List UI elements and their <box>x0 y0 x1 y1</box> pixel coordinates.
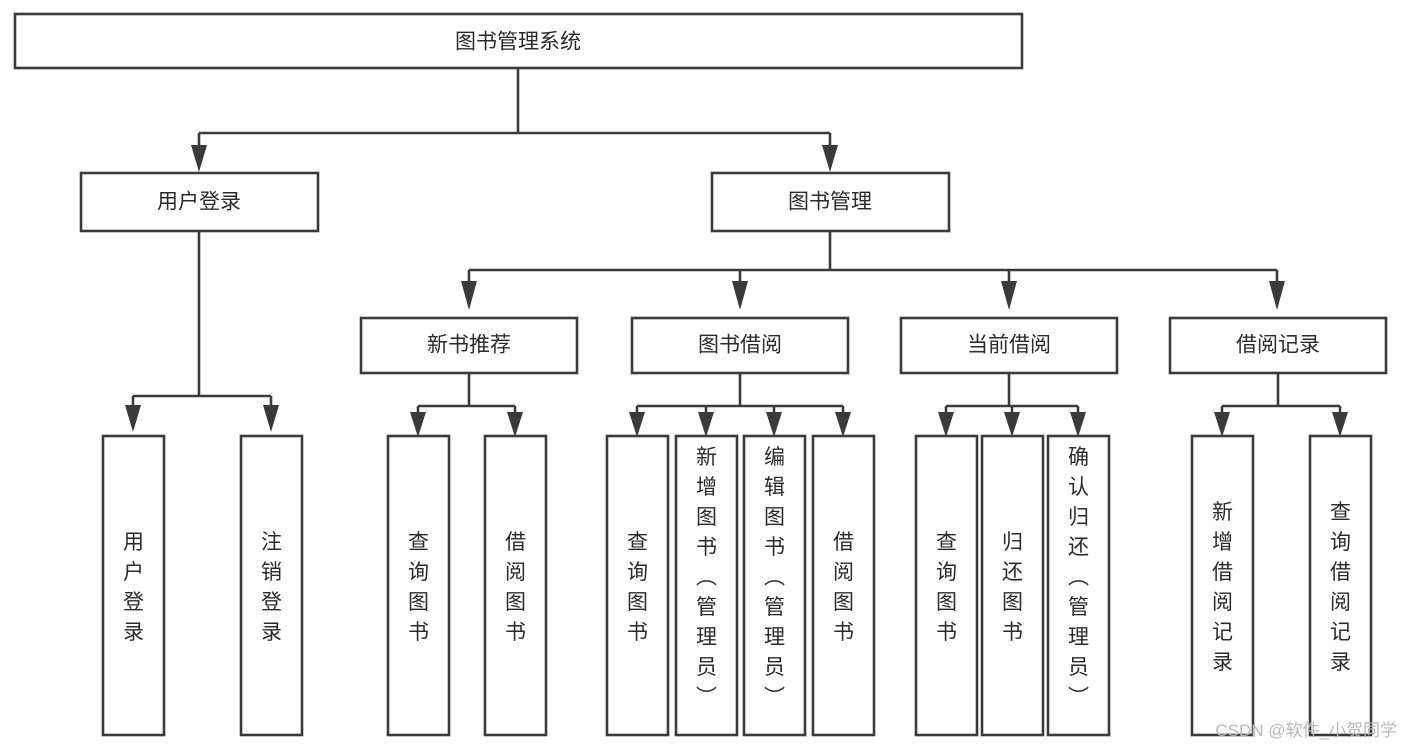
arrow-head-icon-cb-2 <box>1004 412 1020 437</box>
arrow-head-icon-bm-3 <box>1001 281 1017 310</box>
node-current-borrow[interactable]: 当前借阅 <box>899 316 1119 375</box>
arrow-head-icon-bm-4 <box>1269 281 1285 310</box>
leaf-box-borrow-record-0[interactable] <box>1190 434 1255 737</box>
node-root-box[interactable] <box>13 12 1024 70</box>
arrow-head-icon-bb-2 <box>698 412 714 437</box>
arrow-head-icon-bb-1 <box>629 412 645 437</box>
node-new-book-recommend-box[interactable] <box>359 316 579 375</box>
node-book-management-label: 图书管理 <box>788 191 872 214</box>
node-current-borrow-label: 当前借阅 <box>967 334 1051 357</box>
node-book-management-box[interactable] <box>710 171 951 233</box>
arrow-head-icon-ul-1 <box>125 405 141 432</box>
leaf-box-book-borrow-3[interactable] <box>811 434 876 737</box>
node-borrow-record-box[interactable] <box>1168 316 1388 375</box>
leaf-box-current-borrow-2[interactable] <box>1046 434 1111 737</box>
arrow-head-icon-root-2 <box>822 145 838 172</box>
node-current-borrow-box[interactable] <box>899 316 1119 375</box>
node-user-login[interactable]: 用户登录 <box>79 171 320 233</box>
arrow-head-icon-cb-1 <box>938 412 954 437</box>
node-borrow-record[interactable]: 借阅记录 <box>1168 316 1388 375</box>
arrow-head-icon-root-1 <box>191 145 207 172</box>
leaf-box-borrow-record-1[interactable] <box>1308 434 1373 737</box>
node-user-login-label: 用户登录 <box>157 191 241 214</box>
node-new-book-recommend[interactable]: 新书推荐 <box>359 316 579 375</box>
arrow-head-icon-bm-2 <box>732 281 748 310</box>
arrow-head-icon-br-1 <box>1214 412 1230 437</box>
arrow-head-icon-nbr-1 <box>410 412 426 437</box>
leaf-box-user-login-1[interactable] <box>239 434 304 737</box>
leaf-box-new-book-0[interactable] <box>386 434 451 737</box>
arrow-head-icon-bb-3 <box>766 412 782 437</box>
node-root[interactable]: 图书管理系统 <box>13 12 1024 70</box>
leaf-box-current-borrow-1[interactable] <box>980 434 1045 737</box>
leaf-box-user-login-0[interactable] <box>101 434 166 737</box>
arrow-head-icon-nbr-2 <box>507 412 523 437</box>
leaf-box-book-borrow-1[interactable] <box>674 434 739 737</box>
node-book-management[interactable]: 图书管理 <box>710 171 951 233</box>
node-new-book-recommend-label: 新书推荐 <box>427 334 511 357</box>
watermark-text: CSDN @软件_小贺同学 <box>1215 721 1397 740</box>
arrow-head-icon-br-2 <box>1332 412 1348 437</box>
leaf-box-book-borrow-0[interactable] <box>605 434 670 737</box>
leaf-box-book-borrow-2[interactable] <box>742 434 807 737</box>
node-borrow-record-label: 借阅记录 <box>1236 334 1320 357</box>
arrow-head-icon-ul-2 <box>263 405 279 432</box>
arrow-head-icon-cb-3 <box>1070 412 1086 437</box>
node-book-borrow-box[interactable] <box>630 316 850 375</box>
node-book-borrow-label: 图书借阅 <box>698 334 782 357</box>
arrow-head-icon-bb-4 <box>835 412 851 437</box>
node-book-borrow[interactable]: 图书借阅 <box>630 316 850 375</box>
arrow-head-icon-bm-1 <box>461 281 477 310</box>
leaf-box-new-book-1[interactable] <box>483 434 548 737</box>
node-root-label: 图书管理系统 <box>455 31 581 54</box>
leaf-box-current-borrow-0[interactable] <box>914 434 979 737</box>
